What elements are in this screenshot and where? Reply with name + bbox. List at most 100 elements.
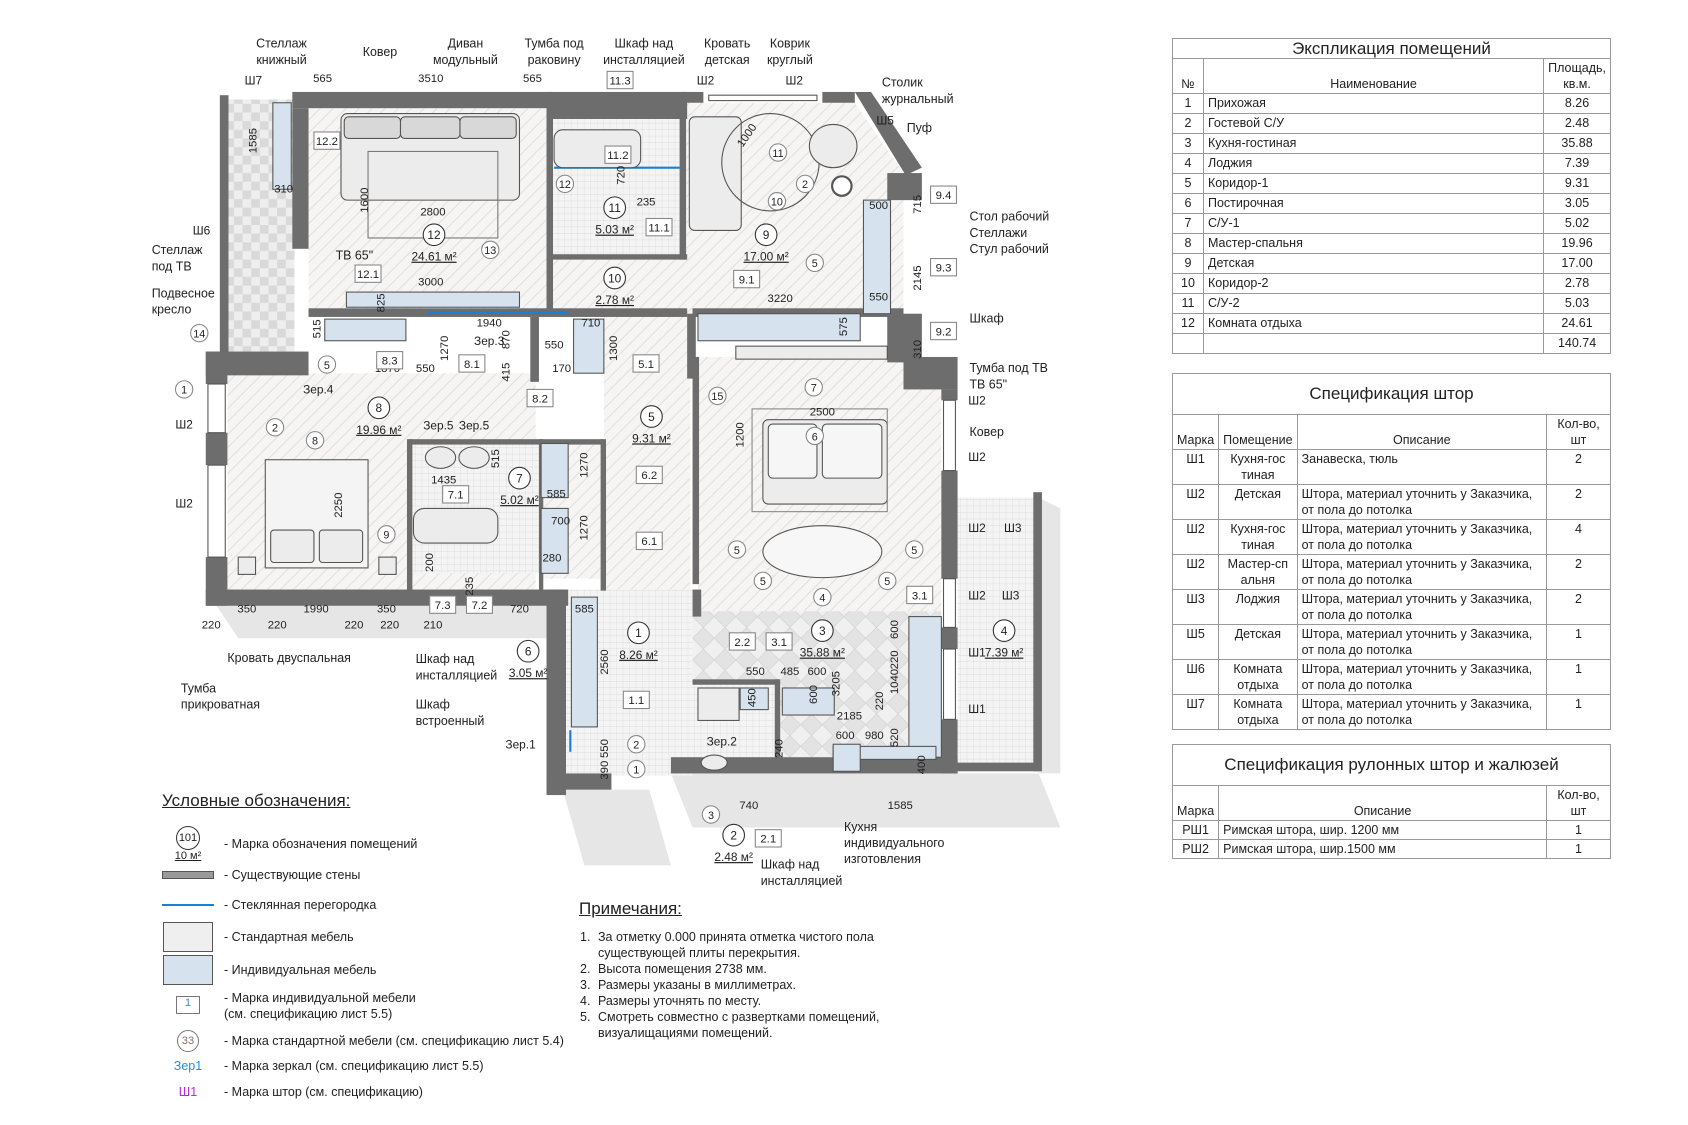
- hall-wardrobe: [570, 596, 598, 728]
- room-number: 8: [376, 401, 383, 415]
- std-furniture-mark: 5: [753, 571, 773, 591]
- curtain-room: Детская: [1218, 484, 1298, 520]
- dimension-label: 1270: [579, 453, 591, 478]
- std-mark-label: 2: [272, 423, 278, 435]
- callout-line: Стеллажи: [969, 226, 1027, 240]
- dimension-label: 515: [490, 449, 502, 468]
- room-name: С/У-1: [1202, 213, 1545, 234]
- room-area: 17.00 м²: [744, 250, 789, 264]
- pouf: [831, 175, 853, 197]
- std-furniture-mark: 2: [795, 174, 815, 194]
- curtain-mark: Ш1: [1171, 449, 1220, 485]
- room-mark-circle-icon: [627, 621, 650, 645]
- dimension-label: 565: [313, 73, 332, 85]
- dimension-label: 2800: [420, 206, 445, 218]
- std-mark-circle-icon: [317, 355, 337, 374]
- room-mark: 22.48 м²: [714, 823, 753, 864]
- room-mark: 10 2.78 м²: [595, 266, 634, 307]
- roller-qty: 1: [1546, 839, 1611, 859]
- std-mark-circle-icon: [905, 540, 924, 559]
- callout-line: Тумба под: [525, 37, 585, 51]
- dimension-label: 350: [237, 603, 256, 615]
- std-mark-circle-icon: [708, 386, 727, 406]
- curtain-mark: Ш2: [175, 496, 193, 510]
- room-number: 3: [819, 624, 826, 638]
- std-mark-label: 14: [193, 329, 205, 341]
- room-area: 3.05 м²: [509, 666, 548, 680]
- curtain-mark: Ш2: [968, 394, 986, 408]
- furniture-tag-label: 9.2: [936, 326, 952, 338]
- std-mark-circle-icon: [813, 587, 832, 607]
- room-number: 10: [608, 271, 622, 285]
- legend-curtain: Ш1 - Марка штор (см. спецификацию): [178, 1085, 423, 1099]
- std-furniture-mark: 12: [555, 174, 575, 194]
- note-item: 4.Размеры уточнять по месту.: [580, 993, 920, 1009]
- dimension-label: 710: [581, 318, 600, 330]
- legend-std-furniture: - Стандартная мебель: [162, 922, 354, 952]
- std-mark-label: 5: [884, 576, 890, 588]
- std-mark-label: 12: [559, 179, 571, 191]
- dimension-label: 3000: [418, 277, 443, 289]
- furniture-tag: 9.3: [929, 257, 958, 277]
- custom-furniture: [272, 102, 942, 772]
- furniture-tag-label: 12.1: [357, 269, 379, 281]
- tag-box: [458, 354, 486, 373]
- dimension-label: 3510: [418, 73, 443, 85]
- note-text: Высота помещения 2738 мм.: [598, 962, 767, 976]
- room-mark-circle-icon: 101: [176, 826, 200, 850]
- callout-label: Пуф: [907, 121, 932, 135]
- dimension-label: 210: [423, 619, 442, 631]
- callout-line: круглый: [767, 53, 813, 67]
- std-mark-label: 15: [711, 391, 723, 403]
- std-mark-label: 5: [911, 545, 917, 557]
- tag-box: [765, 632, 793, 651]
- curtain-desc: Штора, материал уточнить у Заказчика, от…: [1296, 624, 1548, 660]
- dimension-label: 1585: [248, 128, 260, 153]
- dimension-label: 280: [542, 552, 561, 564]
- callout-line: Диван: [448, 37, 484, 51]
- std-mark-label: 9: [383, 530, 389, 542]
- callout-line: ТВ 65": [336, 249, 374, 263]
- mirror-mark: Зер.3: [474, 334, 505, 348]
- std-mark-label: 5: [324, 360, 330, 372]
- std-mark-label: 2: [802, 179, 808, 191]
- callout-line: Пуф: [907, 121, 932, 135]
- furniture-tag-label: 9.1: [739, 274, 755, 286]
- room-area: 7.39: [1543, 153, 1611, 174]
- callout-label: Шкаф: [969, 311, 1003, 325]
- dimension-label: 515: [311, 319, 323, 338]
- note-text: Смотреть совместно с развертками помещен…: [598, 1010, 880, 1040]
- room-number: 9: [1172, 253, 1204, 274]
- std-mark-label: 4: [819, 592, 825, 604]
- mirror-mark-icon: Зер1: [173, 1059, 203, 1073]
- furniture-tag: 6.1: [635, 531, 663, 551]
- room-number: 11: [609, 201, 622, 215]
- dimension-label: 825: [375, 293, 387, 312]
- furniture-tag: 3.1: [906, 585, 934, 605]
- tag-box: [354, 264, 382, 283]
- curtain-mark: Ш3: [1171, 589, 1220, 625]
- col-qty: Кол-во, шт: [1546, 785, 1611, 821]
- furniture-tag-label: 6.2: [641, 470, 657, 482]
- room-area: 2.78 м²: [595, 293, 634, 307]
- std-mark-label: 5: [812, 258, 818, 270]
- callout-line: Кровать двуспальная: [227, 651, 350, 665]
- dimension-label: 585: [575, 603, 594, 615]
- curtain-desc: Штора, материал уточнить у Заказчика, от…: [1296, 659, 1548, 695]
- dimension-label: 1435: [431, 475, 456, 487]
- curtain-qty: 1: [1546, 694, 1611, 730]
- std-furniture-mark: 11: [768, 143, 788, 162]
- room-number: 2: [730, 828, 737, 842]
- room-name: Постирочная: [1202, 193, 1545, 214]
- curtain-mark: Ш7: [1171, 694, 1220, 730]
- room-area: 5.03: [1543, 293, 1611, 314]
- std-mark-circle-icon: [804, 378, 823, 397]
- room-mark: 75.02 м²: [500, 466, 539, 507]
- std-mark-circle-icon: [805, 426, 824, 446]
- explication-title: Экспликация помещений: [1172, 38, 1611, 59]
